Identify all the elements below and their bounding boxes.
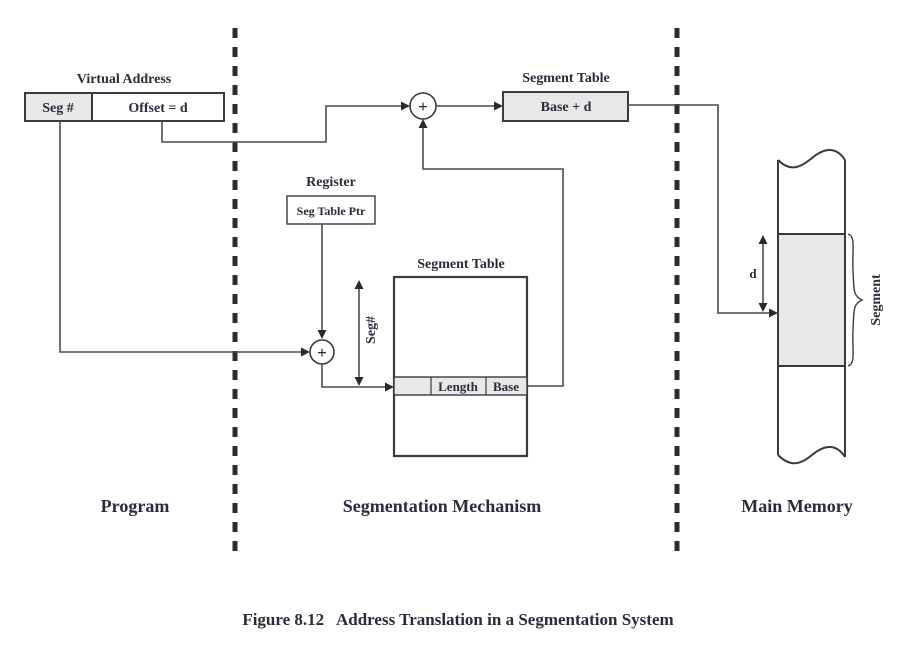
seg-number-label: Seg #	[42, 101, 74, 116]
offset-connector	[161, 105, 402, 143]
seg-index-label: Seg#	[364, 316, 379, 344]
seg-number-field	[24, 92, 93, 122]
lower-adder: +	[309, 339, 335, 365]
offset-field	[91, 92, 225, 122]
plus-icon: +	[418, 97, 428, 116]
arrowhead	[494, 101, 503, 111]
arrowhead	[301, 347, 310, 357]
segment-brace-icon	[847, 233, 864, 367]
virtual-address: Virtual Address Seg # Offset = d	[24, 72, 225, 122]
result-box: Segment Table Base + d	[502, 71, 629, 122]
register: Register Seg Table Ptr	[286, 175, 376, 225]
main-memory	[777, 149, 846, 465]
arrowhead	[769, 308, 778, 318]
arrowhead	[401, 101, 410, 111]
address-to-memory-connector	[628, 104, 769, 314]
result-box-title: Segment Table	[522, 71, 610, 86]
offset-d-label: d	[749, 266, 757, 281]
adder-to-table-connector	[321, 364, 386, 388]
base-to-adder-connector	[422, 127, 564, 387]
region-label-program: Program	[101, 496, 170, 516]
segment-label: Segment	[869, 274, 884, 326]
arrowhead	[354, 280, 364, 289]
plus-icon: +	[317, 343, 327, 362]
base-plus-d-label: Base + d	[541, 100, 592, 115]
region-label-memory: Main Memory	[741, 496, 852, 516]
seg-number-connector	[59, 121, 302, 353]
seg-table-ptr-label: Seg Table Ptr	[297, 204, 366, 218]
arrowhead	[758, 303, 768, 312]
entry-length-label: Length	[438, 379, 479, 394]
memory-bottom-break	[777, 446, 846, 465]
segment-table-body	[392, 275, 529, 458]
figure-caption: Figure 8.12 Address Translation in a Seg…	[242, 610, 673, 629]
region-label-mechanism: Segmentation Mechanism	[343, 496, 541, 516]
arrowhead	[758, 235, 768, 244]
offset-label: Offset = d	[128, 101, 188, 116]
arrowhead	[317, 330, 327, 339]
memory-top-break	[777, 149, 846, 169]
segment-table: Segment Table Length Base	[392, 257, 529, 458]
register-title: Register	[306, 175, 356, 190]
segment-table-title: Segment Table	[417, 257, 505, 272]
seg-table-ptr-box	[286, 195, 376, 225]
segment-region	[778, 234, 845, 366]
base-plus-d-box	[502, 91, 629, 122]
arrowhead	[385, 382, 394, 392]
entry-base-label: Base	[493, 379, 519, 394]
arrowhead	[354, 377, 364, 386]
top-adder: +	[409, 92, 437, 120]
virtual-address-title: Virtual Address	[77, 72, 172, 87]
arrowhead	[418, 119, 428, 128]
